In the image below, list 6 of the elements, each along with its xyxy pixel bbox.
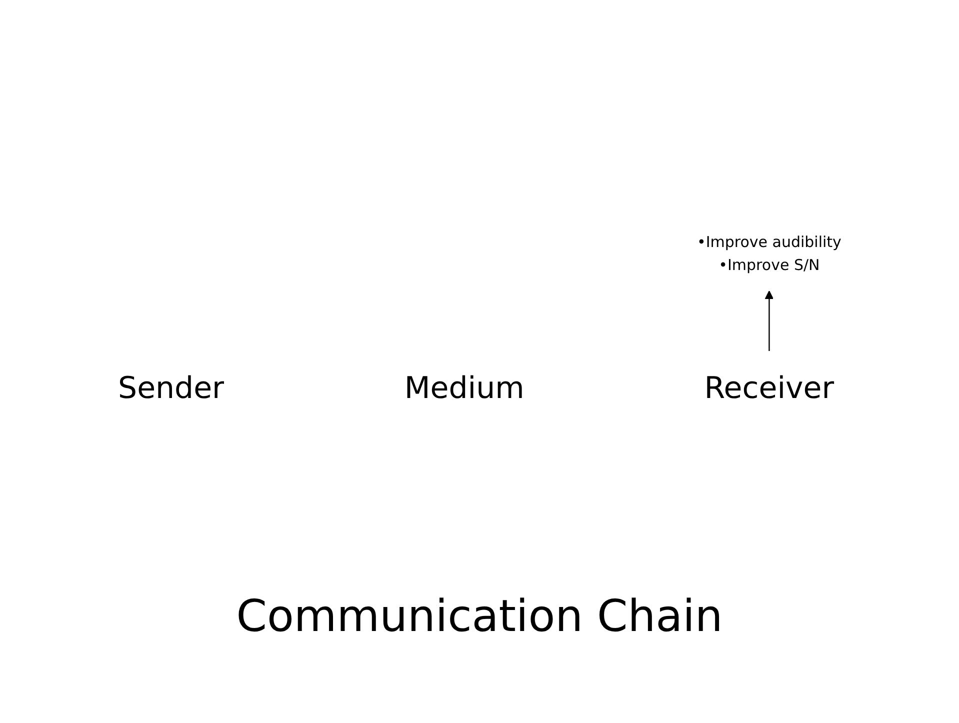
node-text: Receiver	[704, 370, 834, 406]
node-text: Sender	[118, 370, 224, 406]
slide-title: Communication Chain	[236, 591, 723, 642]
arrow	[764, 290, 774, 351]
node-text: •Improve audibility •Improve S/N	[696, 233, 842, 274]
node-text: Medium	[404, 370, 524, 406]
